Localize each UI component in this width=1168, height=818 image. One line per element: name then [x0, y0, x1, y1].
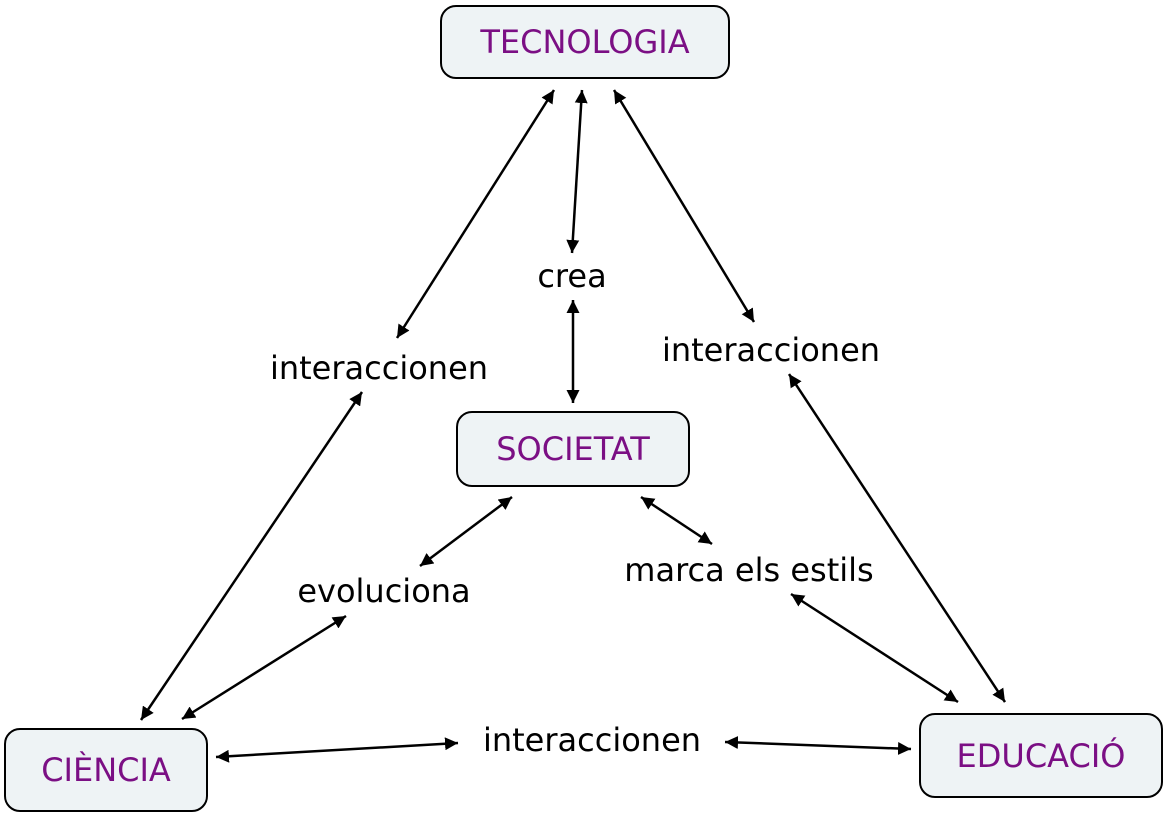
connector-interaccionen-right-educacio	[787, 373, 1007, 703]
connector-evoluciona-ciencia	[181, 614, 347, 721]
concept-societat[interactable]: SOCIETAT	[456, 411, 690, 487]
concept-tecnologia[interactable]: TECNOLOGIA	[440, 5, 730, 79]
connector-interaccionen-bottom-educacio	[724, 735, 912, 756]
link-interaccionen-left: interaccionen	[269, 349, 489, 387]
concept-ciencia[interactable]: CIÈNCIA	[4, 728, 208, 812]
link-interaccionen-right: interaccionen	[661, 331, 881, 369]
connector-tecnologia-interaccionen-right	[612, 89, 756, 323]
connector-tecnologia-crea	[566, 89, 588, 254]
link-crea: crea	[537, 257, 607, 295]
connector-societat-marca	[640, 495, 713, 546]
link-interaccionen-bottom: interaccionen	[482, 721, 702, 759]
link-evoluciona: evoluciona	[297, 572, 471, 610]
link-marca-els-estils: marca els estils	[624, 551, 874, 589]
connector-ciencia-interaccionen-bottom	[215, 737, 459, 763]
connector-interaccionen-left-ciencia	[139, 391, 364, 721]
connector-societat-evoluciona	[419, 496, 513, 567]
connector-marca-educacio	[790, 592, 959, 704]
concept-educacio[interactable]: EDUCACIÓ	[919, 713, 1163, 798]
connector-tecnologia-interaccionen-left	[395, 89, 556, 339]
